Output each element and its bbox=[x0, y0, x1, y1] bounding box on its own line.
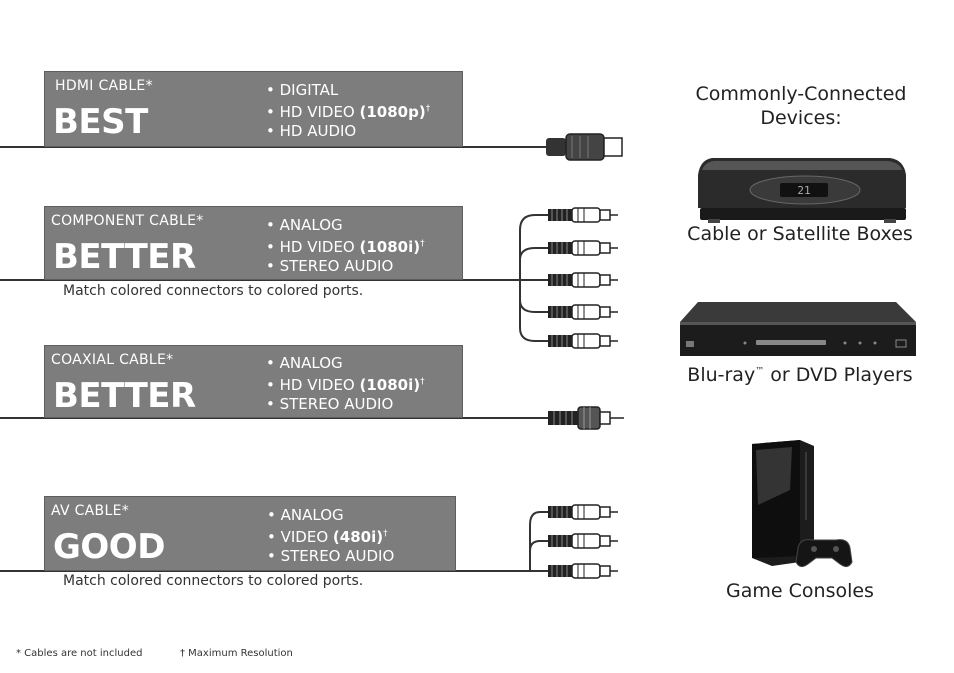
rating-label: BEST bbox=[53, 102, 148, 142]
rating-label: GOOD bbox=[53, 527, 165, 567]
devices-heading: Commonly-Connected Devices: bbox=[695, 83, 907, 129]
component-connector bbox=[547, 240, 619, 256]
feature-list: ANALOG VIDEO (480i)† STEREO AUDIO bbox=[267, 506, 395, 566]
feature-item: DIGITAL bbox=[266, 81, 430, 100]
feature-item: STEREO AUDIO bbox=[266, 257, 425, 276]
coaxial-connector bbox=[548, 406, 624, 430]
feature-item: ANALOG bbox=[266, 354, 425, 373]
component-cable-box: COMPONENT CABLE* BETTER ANALOG HD VIDEO … bbox=[44, 206, 463, 280]
component-note: Match colored connectors to colored port… bbox=[63, 283, 364, 299]
footnote-max-resolution: † Maximum Resolution bbox=[180, 648, 293, 659]
av-cable-box: AV CABLE* GOOD ANALOG VIDEO (480i)† STER… bbox=[44, 496, 456, 571]
feature-item: HD VIDEO (1080p)† bbox=[266, 100, 431, 122]
feature-list: DIGITAL HD VIDEO (1080p)† HD AUDIO bbox=[266, 81, 431, 141]
feature-item: STEREO AUDIO bbox=[267, 547, 395, 566]
bluray-label: Blu-ray™ or DVD Players bbox=[687, 364, 913, 386]
feature-item: VIDEO (480i)† bbox=[267, 525, 394, 547]
feature-item: HD VIDEO (1080i)† bbox=[266, 373, 425, 395]
cable-type-label: AV CABLE* bbox=[51, 503, 130, 519]
cable-type-label: COMPONENT CABLE* bbox=[51, 213, 204, 229]
bluray-player-image bbox=[680, 302, 916, 356]
av-note: Match colored connectors to colored port… bbox=[63, 573, 364, 589]
rating-label: BETTER bbox=[53, 376, 196, 416]
component-connector bbox=[547, 207, 619, 223]
cable-type-label: HDMI CABLE* bbox=[55, 78, 153, 94]
component-connector bbox=[547, 272, 619, 288]
coaxial-cable-box: COAXIAL CABLE* BETTER ANALOG HD VIDEO (1… bbox=[44, 345, 463, 418]
feature-item: ANALOG bbox=[267, 506, 394, 525]
console-label: Game Consoles bbox=[726, 580, 874, 602]
feature-list: ANALOG HD VIDEO (1080i)† STEREO AUDIO bbox=[266, 216, 425, 276]
feature-list: ANALOG HD VIDEO (1080i)† STEREO AUDIO bbox=[266, 354, 425, 414]
hdmi-connector bbox=[546, 133, 623, 161]
game-console-image bbox=[752, 440, 853, 568]
cable-type-label: COAXIAL CABLE* bbox=[51, 352, 174, 368]
feature-item: STEREO AUDIO bbox=[266, 395, 425, 414]
av-connector bbox=[547, 533, 619, 549]
cable-box-label: Cable or Satellite Boxes bbox=[687, 223, 913, 245]
footnote-not-included: * Cables are not included bbox=[16, 648, 143, 659]
component-connector bbox=[547, 333, 619, 349]
hdmi-cable-box: HDMI CABLE* BEST DIGITAL HD VIDEO (1080p… bbox=[44, 71, 463, 147]
feature-item: HD VIDEO (1080i)† bbox=[266, 235, 425, 257]
feature-item: ANALOG bbox=[266, 216, 425, 235]
feature-item: HD AUDIO bbox=[266, 122, 430, 141]
av-connector bbox=[547, 504, 619, 520]
av-connector bbox=[547, 563, 619, 579]
cable-box-display: 21 bbox=[797, 184, 810, 197]
cable-box-image: 21 bbox=[698, 158, 906, 223]
component-connector bbox=[547, 304, 619, 320]
rating-label: BETTER bbox=[53, 237, 196, 277]
